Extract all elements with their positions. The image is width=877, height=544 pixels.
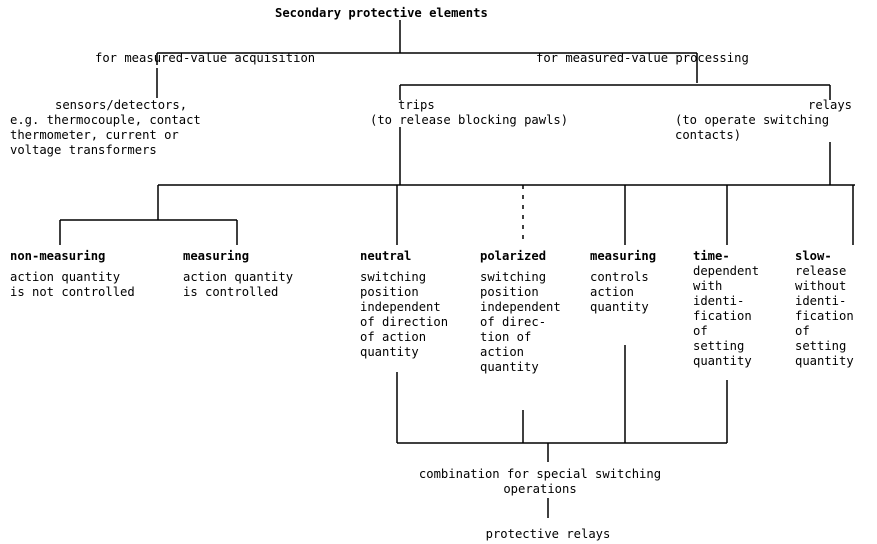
category-desc-line: release xyxy=(795,264,847,278)
category-desc-line: position xyxy=(360,285,419,299)
category-desc-line: independent xyxy=(480,300,561,314)
sensors-line: voltage transformers xyxy=(10,143,157,157)
category-desc-line: switching xyxy=(360,270,427,284)
category-desc-line: setting xyxy=(693,339,745,353)
category-desc-line: quantity xyxy=(590,300,649,314)
category-desc-line: quantity xyxy=(360,345,419,359)
category-desc-line: action xyxy=(590,285,635,299)
acquisition-label: for measured-value acquisition xyxy=(95,51,316,65)
relays-desc: (to operate switching xyxy=(675,113,830,127)
category-desc-line: independent xyxy=(360,300,441,314)
category-desc-line: without xyxy=(795,279,847,293)
result-label: protective relays xyxy=(485,527,611,541)
processing-label: for measured-value processing xyxy=(536,51,749,65)
category-desc-line: setting xyxy=(795,339,847,353)
sensors-line: sensors/detectors, xyxy=(55,98,188,112)
category-desc-line: action quantity xyxy=(183,270,294,284)
relays-label: relays xyxy=(808,98,853,112)
category-label: polarized xyxy=(480,249,547,263)
category-desc-line: identi- xyxy=(693,294,745,308)
category-desc-line: identi- xyxy=(795,294,847,308)
category-label: slow- xyxy=(795,249,832,263)
category-label: measuring xyxy=(590,249,657,263)
diagram-title: Secondary protective elements xyxy=(275,6,488,20)
category-desc-line: quantity xyxy=(693,354,752,368)
category-desc-line: position xyxy=(480,285,539,299)
category-desc-line: quantity xyxy=(795,354,854,368)
combination-label: combination for special switching xyxy=(418,467,662,481)
category-desc-line: of xyxy=(693,324,708,338)
category-desc-line: tion of xyxy=(480,330,532,344)
combination-label: operations xyxy=(503,482,577,496)
category-desc-line: of xyxy=(795,324,810,338)
category-desc-line: is not controlled xyxy=(10,285,135,299)
sensors-line: e.g. thermocouple, contact xyxy=(10,113,201,127)
category-desc-line: of direc- xyxy=(480,315,547,329)
trips-label: trips xyxy=(398,98,435,112)
category-desc-line: is controlled xyxy=(183,285,279,299)
category-label: measuring xyxy=(183,249,250,263)
category-desc-line: switching xyxy=(480,270,547,284)
category-desc-line: action quantity xyxy=(10,270,121,284)
category-desc-line: dependent xyxy=(693,264,760,278)
sensors-line: thermometer, current or xyxy=(10,128,179,142)
category-desc-line: quantity xyxy=(480,360,539,374)
relays-desc: contacts) xyxy=(675,128,742,142)
category-desc-line: fication xyxy=(795,309,854,323)
category-desc-line: controls xyxy=(590,270,649,284)
category-desc-line: fication xyxy=(693,309,752,323)
category-desc-line: of direction xyxy=(360,315,449,329)
category-desc-line: of action xyxy=(360,330,427,344)
category-label: time- xyxy=(693,249,730,263)
category-label: neutral xyxy=(360,249,412,263)
category-desc-line: action xyxy=(480,345,525,359)
category-desc-line: with xyxy=(693,279,723,293)
trips-desc: (to release blocking pawls) xyxy=(370,113,569,127)
category-label: non-measuring xyxy=(10,249,106,263)
